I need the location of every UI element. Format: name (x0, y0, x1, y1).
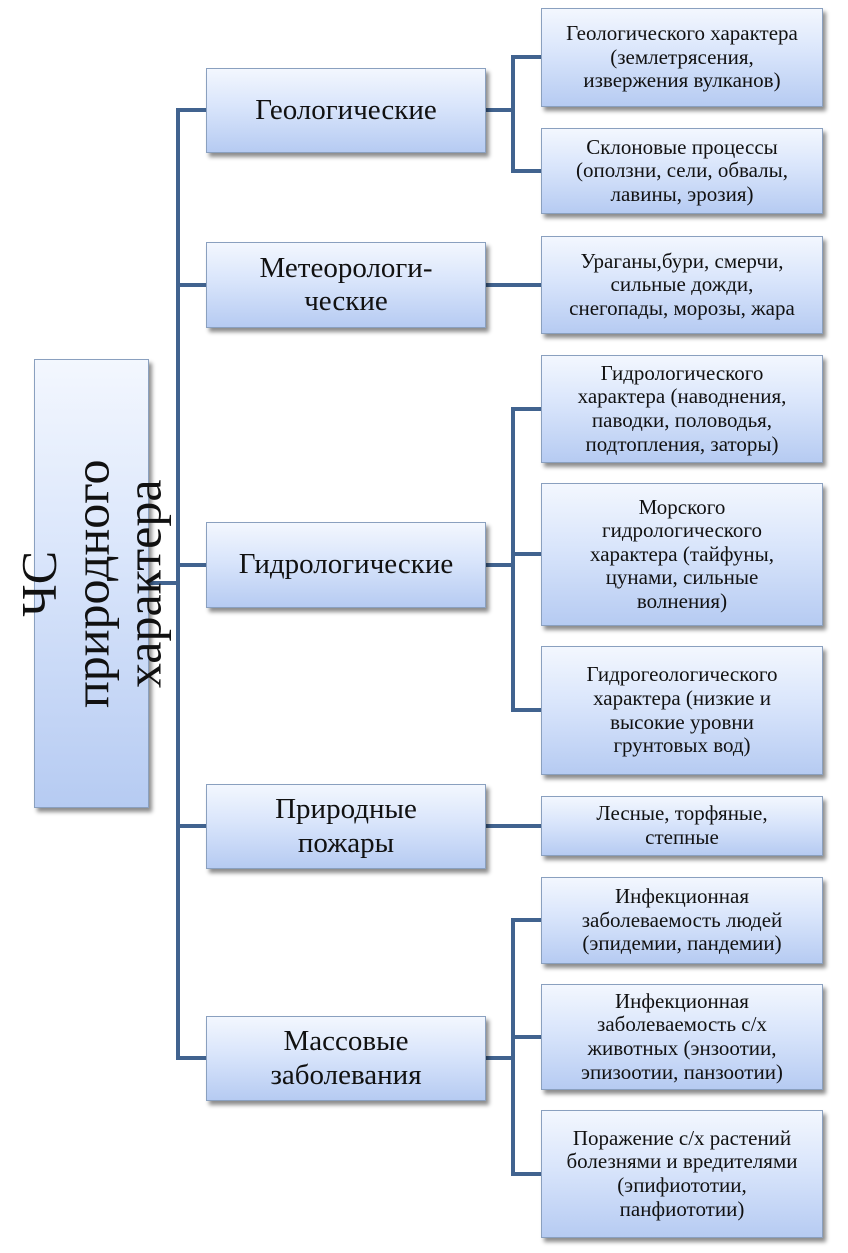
item-text: Лесные, торфяные, степные (596, 801, 768, 849)
item-hydrogeological: Гидрогеологического характера (низкие и … (541, 646, 823, 775)
item-text: Ураганы,бури, смерчи, сильные дожди, сне… (569, 248, 795, 320)
root-node: ЧС природного характера (11, 359, 172, 808)
item-text: Инфекционная заболеваемость с/х животных… (581, 988, 783, 1084)
item-text: Гидрологического характера (наводнения, … (577, 360, 787, 456)
category-meteorological: Метеорологи- ческие (206, 242, 486, 328)
category-label: Гидрологические (238, 548, 454, 581)
item-geological-character: Геологического характера (землетрясения,… (541, 8, 823, 107)
category-label: Метеорологи- ческие (259, 251, 433, 317)
item-text: Склоновые процессы (оползни, сели, обвал… (576, 134, 788, 206)
category-fires: Природные пожары (206, 784, 486, 869)
root-label: ЧС природного характера (10, 459, 172, 708)
item-text: Геологического характера (землетрясения,… (566, 21, 798, 93)
category-geological: Геологические (206, 68, 486, 153)
category-diseases: Массовые заболевания (206, 1016, 486, 1101)
item-fire-types: Лесные, торфяные, степные (541, 796, 823, 856)
item-text: Поражение с/х растений болезнями и вреди… (566, 1125, 798, 1221)
item-slope-processes: Склоновые процессы (оползни, сели, обвал… (541, 128, 823, 214)
item-animal-infections: Инфекционная заболеваемость с/х животных… (541, 984, 823, 1090)
item-text: Морского гидрологического характера (тай… (589, 494, 775, 613)
item-human-infections: Инфекционная заболеваемость людей (эпиде… (541, 877, 823, 964)
item-text: Гидрогеологического характера (низкие и … (586, 662, 778, 758)
category-label: Массовые заболевания (270, 1025, 422, 1091)
item-plant-diseases: Поражение с/х растений болезнями и вреди… (541, 1110, 823, 1238)
item-text: Инфекционная заболеваемость людей (эпиде… (581, 884, 783, 956)
item-marine-hydrological: Морского гидрологического характера (тай… (541, 483, 823, 626)
category-label: Природные пожары (275, 793, 417, 859)
item-hydrological-character: Гидрологического характера (наводнения, … (541, 355, 823, 463)
item-storms: Ураганы,бури, смерчи, сильные дожди, сне… (541, 236, 823, 334)
category-hydrological: Гидрологические (206, 522, 486, 608)
category-label: Геологические (255, 93, 437, 126)
